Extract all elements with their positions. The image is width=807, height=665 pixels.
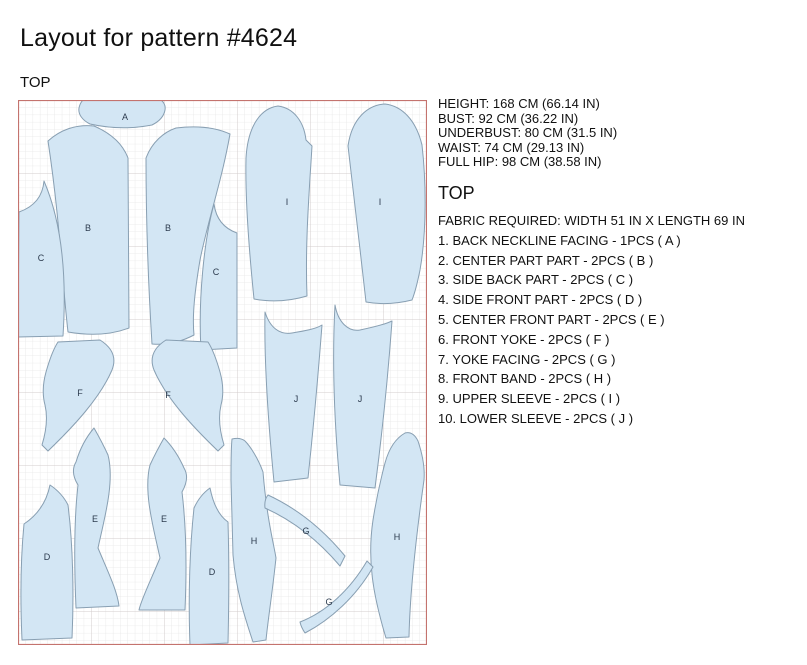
piece-label-e: E	[92, 514, 98, 524]
piece-list-item: 7. YOKE FACING - 2PCS ( G )	[438, 351, 616, 367]
piece-list-item: 10. LOWER SLEEVE - 2PCS ( J )	[438, 410, 634, 426]
piece-label-d: D	[209, 567, 216, 577]
piece-list-item: 5. CENTER FRONT PART - 2PCS ( E )	[438, 311, 665, 327]
pattern-piece-h-left	[230, 437, 277, 643]
piece-label-f: F	[77, 388, 83, 398]
piece-label-g: G	[325, 597, 332, 607]
details-heading: TOP	[438, 182, 475, 203]
pattern-piece-g-lower	[299, 560, 374, 634]
pattern-info-panel: HEIGHT: 168 CM (66.14 IN)BUST: 92 CM (36…	[438, 96, 800, 429]
pattern-piece-g-upper	[264, 494, 346, 567]
piece-label-c: C	[213, 267, 220, 277]
piece-label-c: C	[38, 253, 45, 263]
pattern-piece-labels: A B B C C I I F F J J D D E E H H G G	[38, 112, 401, 607]
pattern-piece-f-left	[41, 339, 115, 452]
pattern-piece-i-right	[347, 103, 426, 305]
piece-label-d: D	[44, 552, 51, 562]
piece-label-h: H	[394, 532, 401, 542]
measurement-line: BUST: 92 CM (36.22 IN)	[438, 110, 579, 126]
measurement-line: UNDERBUST: 80 CM (31.5 IN)	[438, 125, 618, 141]
fabric-required-line: FABRIC REQUIRED: WIDTH 51 IN X LENGTH 69…	[438, 212, 745, 228]
measurement-line: HEIGHT: 168 CM (66.14 IN)	[438, 96, 600, 111]
piece-label-e: E	[161, 514, 167, 524]
fabric-border	[18, 100, 427, 645]
piece-label-b: B	[165, 223, 171, 233]
piece-label-i: I	[286, 197, 289, 207]
piece-list-item: 3. SIDE BACK PART - 2PCS ( C )	[438, 272, 634, 288]
piece-label-j: J	[294, 394, 299, 404]
piece-list-item: 6. FRONT YOKE - 2PCS ( F )	[438, 331, 610, 347]
piece-label-f: F	[165, 390, 171, 400]
piece-label-b: B	[85, 223, 91, 233]
pattern-piece-j-left	[264, 311, 323, 483]
piece-label-i: I	[379, 197, 382, 207]
piece-label-h: H	[251, 536, 258, 546]
pattern-piece-e-left	[72, 427, 120, 609]
layout-section-label: TOP	[20, 74, 51, 91]
pattern-piece-d-left	[20, 484, 74, 641]
pattern-piece-f-right	[151, 339, 225, 452]
piece-list: 1. BACK NECKLINE FACING - 1PCS ( A ) 2. C…	[438, 231, 800, 429]
cutting-layout-diagram: A B B C C I I F F J J D D E E H H G G	[18, 100, 427, 645]
piece-label-g: G	[302, 526, 309, 536]
piece-list-item: 9. UPPER SLEEVE - 2PCS ( I )	[438, 391, 621, 407]
piece-list-item: 4. SIDE FRONT PART - 2PCS ( D )	[438, 292, 643, 308]
pattern-piece-b-right	[145, 126, 231, 345]
pattern-piece-a	[78, 100, 166, 129]
measurement-line: FULL HIP: 98 CM (38.58 IN)	[438, 154, 602, 170]
pattern-piece-j-right	[333, 304, 393, 489]
pattern-pieces	[18, 100, 426, 645]
piece-list-item: 2. CENTER PART PART - 2PCS ( B )	[438, 252, 654, 268]
piece-list-item: 8. FRONT BAND - 2PCS ( H )	[438, 371, 612, 387]
piece-label-j: J	[358, 394, 363, 404]
pattern-piece-h-right	[370, 432, 425, 639]
pattern-piece-c-left	[18, 180, 65, 338]
pattern-piece-e-right	[138, 437, 188, 611]
layout-grid-svg: A B B C C I I F F J J D D E E H H G G	[18, 100, 427, 645]
piece-list-item: 1. BACK NECKLINE FACING - 1PCS ( A )	[438, 232, 681, 248]
measurements-block: HEIGHT: 168 CM (66.14 IN)BUST: 92 CM (36…	[438, 96, 800, 170]
page-title: Layout for pattern #4624	[20, 24, 298, 52]
pattern-piece-i-left	[245, 105, 313, 302]
measurement-line: WAIST: 74 CM (29.13 IN)	[438, 139, 585, 155]
piece-label-a: A	[122, 112, 128, 122]
